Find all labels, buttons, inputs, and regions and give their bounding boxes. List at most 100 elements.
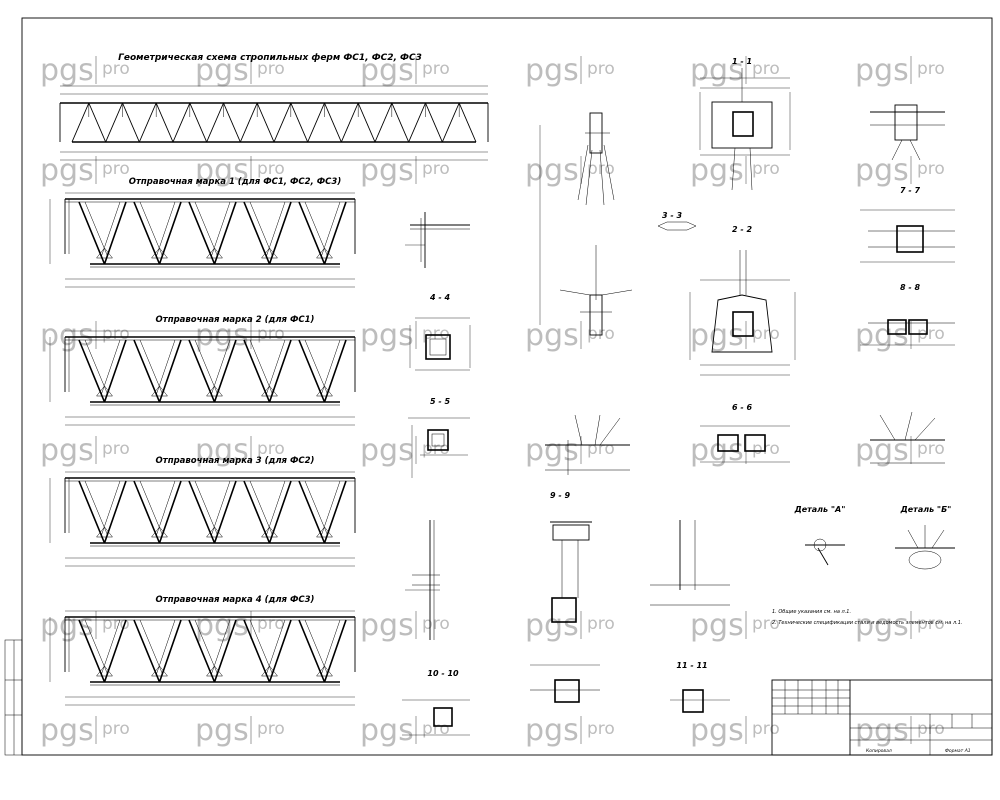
watermark-suffix: pro: [102, 324, 130, 344]
web-brace: [298, 339, 326, 403]
stamp-format: Формат А1: [945, 748, 971, 754]
web-brace: [133, 480, 161, 544]
web-diagonal: [256, 102, 275, 143]
detail-b: Деталь "Б": [895, 505, 955, 570]
watermark-suffix: pro: [257, 439, 285, 459]
web-diagonal: [357, 102, 376, 143]
watermark-brand: pgs: [690, 53, 744, 88]
watermark-brand: pgs: [195, 153, 249, 188]
watermark-brand: pgs: [855, 318, 909, 353]
truss-marks: Отправочная марка 1 (для ФС1, ФС2, ФС3)О…: [49, 177, 356, 706]
watermark-suffix: pro: [752, 324, 780, 344]
web-diagonal: [374, 102, 393, 143]
watermark-brand: pgs: [360, 153, 414, 188]
watermark-brand: pgs: [360, 433, 414, 468]
truss-mark-title: Отправочная марка 3 (для ФС2): [156, 456, 315, 466]
watermark-suffix: pro: [752, 59, 780, 79]
web-brace: [243, 201, 271, 265]
web-diagonal: [391, 102, 410, 143]
section-6-6: 6 - 6: [700, 403, 790, 463]
watermark-brand: pgs: [360, 53, 414, 88]
watermark-brand: pgs: [690, 608, 744, 643]
side-stamp: [4, 639, 23, 756]
watermark-suffix: pro: [102, 439, 130, 459]
web-brace: [188, 201, 216, 265]
watermark-brand: pgs: [690, 153, 744, 188]
watermark-brand: pgs: [195, 433, 249, 468]
watermark-brand: pgs: [855, 713, 909, 748]
section-4-4-title: 4 - 4: [429, 293, 450, 302]
right-detail-mid: [870, 411, 945, 464]
watermark-suffix: pro: [752, 439, 780, 459]
section-8-8-title: 8 - 8: [900, 283, 920, 292]
note-2: 2. Технические спецификации стали и ведо…: [772, 620, 963, 626]
watermark-suffix: pro: [102, 719, 130, 739]
watermark-brand: pgs: [855, 53, 909, 88]
title-block: Копировал Формат А1: [771, 679, 993, 756]
watermark-suffix: pro: [422, 159, 450, 179]
web-brace: [243, 339, 271, 403]
section-7-7-title: 7 - 7: [900, 186, 920, 195]
watermark-brand: pgs: [40, 713, 94, 748]
web-diagonal: [122, 102, 140, 143]
web-brace: [213, 339, 237, 403]
watermark-brand: pgs: [40, 318, 94, 353]
web-brace: [213, 480, 237, 544]
web-brace: [213, 619, 237, 683]
sheet-frame: [21, 17, 993, 756]
web-brace: [268, 201, 292, 265]
section-10-10-title: 10 - 10: [427, 669, 459, 678]
watermark-brand: pgs: [195, 608, 249, 643]
web-brace: [323, 619, 347, 683]
watermark-suffix: pro: [422, 59, 450, 79]
watermark-suffix: pro: [587, 439, 615, 459]
support-node: 3 - 3: [539, 112, 697, 336]
watermark-suffix: pro: [102, 59, 130, 79]
watermark-suffix: pro: [917, 59, 945, 79]
truss-mark-2: Отправочная марка 2 (для ФС1): [49, 315, 356, 426]
watermark-brand: pgs: [360, 713, 414, 748]
web-diagonal: [340, 102, 359, 143]
watermark-suffix: pro: [917, 159, 945, 179]
section-8-8: 8 - 8: [860, 283, 955, 346]
stem-detail: [405, 520, 440, 640]
watermark-suffix: pro: [257, 159, 285, 179]
web-diagonal: [206, 102, 224, 143]
web-brace: [243, 480, 271, 544]
section-7-7: 7 - 7: [860, 186, 955, 263]
web-brace: [78, 201, 106, 265]
section-4-4: 4 - 4: [409, 293, 471, 371]
web-diagonal: [155, 102, 174, 143]
web-brace: [268, 339, 292, 403]
watermark-brand: pgs: [40, 608, 94, 643]
web-diagonal: [105, 102, 123, 143]
watermark-suffix: pro: [917, 719, 945, 739]
watermark-brand: pgs: [855, 153, 909, 188]
geometry-title: Геометрическая схема стропильных ферм ФС…: [118, 53, 422, 63]
watermark-suffix: pro: [587, 59, 615, 79]
watermark-brand: pgs: [40, 433, 94, 468]
watermark-suffix: pro: [257, 719, 285, 739]
web-brace: [78, 480, 106, 544]
section-9-9-title: 9 - 9: [550, 491, 570, 500]
web-brace: [298, 619, 326, 683]
web-diagonal: [223, 102, 241, 143]
